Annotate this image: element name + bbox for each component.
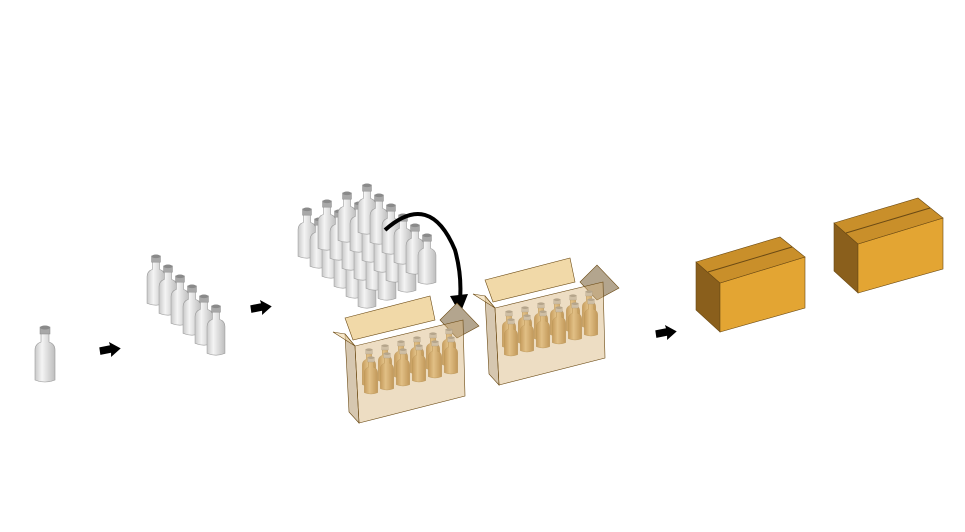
arrow-icon — [250, 300, 272, 315]
bottle-row — [146, 254, 226, 356]
sealed-box — [833, 197, 944, 294]
open-box-filled — [472, 257, 620, 386]
single-bottle — [34, 325, 56, 383]
sealed-box — [695, 236, 806, 333]
box-left-flap — [332, 331, 356, 347]
box-top-face — [695, 236, 806, 284]
bottle-grid — [297, 183, 437, 309]
bottle-icon — [34, 325, 56, 383]
arrow-icon — [655, 325, 677, 340]
box-tape-seam — [707, 246, 793, 273]
box-top-face — [833, 197, 944, 245]
box-back-flap — [344, 295, 436, 341]
box-left-flap — [472, 293, 496, 309]
open-box-filling — [332, 295, 480, 424]
box-tape-seam — [845, 207, 931, 234]
curved-arrow-head-icon — [450, 294, 468, 314]
box-back-flap — [484, 257, 576, 303]
curved-arrow-icon — [383, 212, 463, 301]
arrow-icon — [99, 342, 121, 357]
